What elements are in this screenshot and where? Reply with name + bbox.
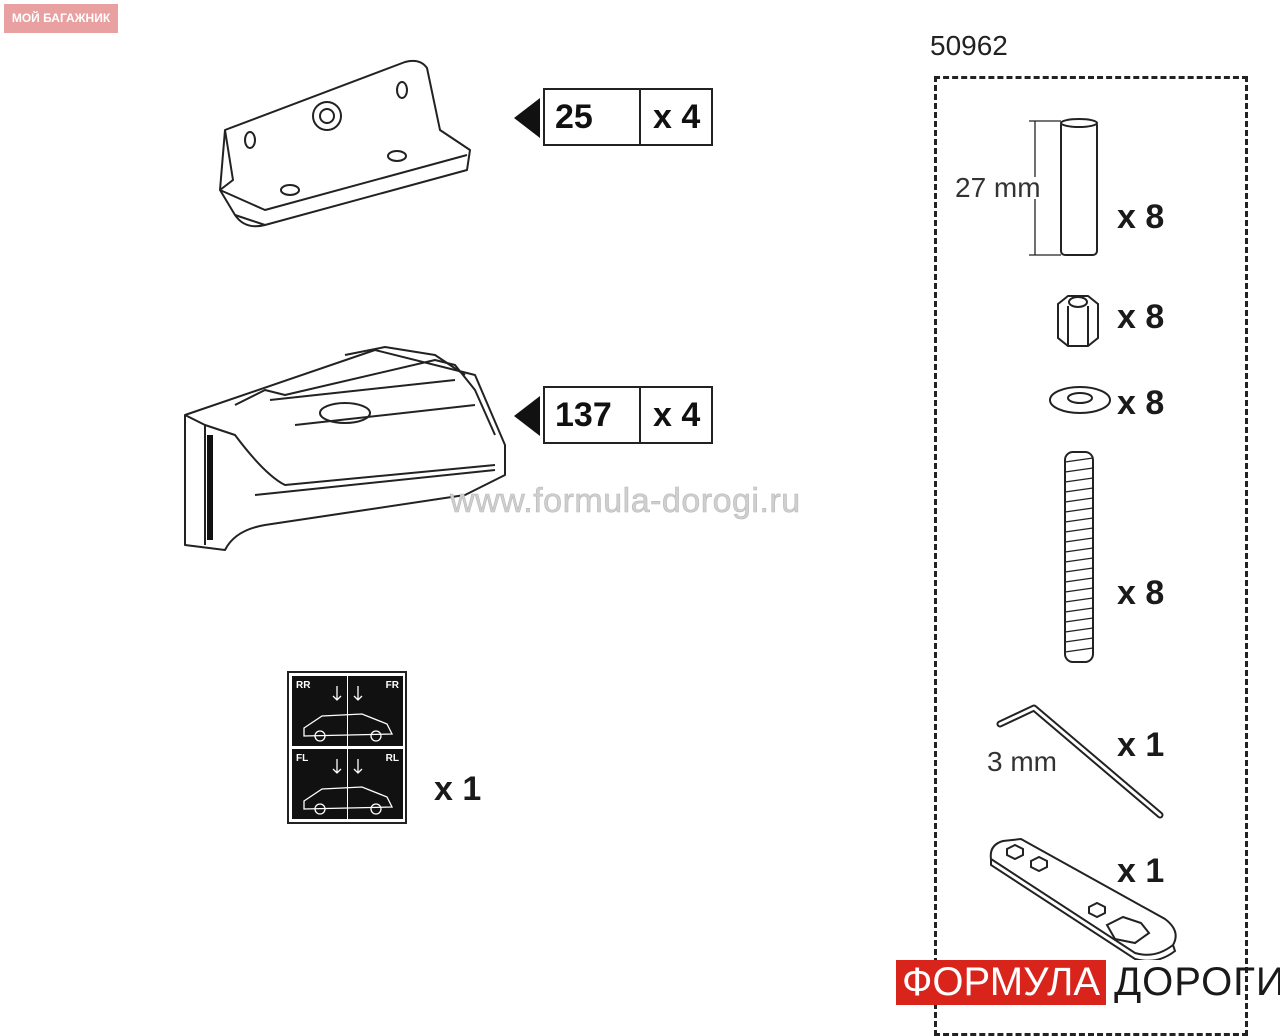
watermark: www.formula-dorogi.ru — [450, 482, 801, 521]
hex-key-quantity: x 1 — [1117, 726, 1165, 764]
bolt-quantity: x 8 — [1117, 574, 1165, 612]
wrench-quantity: x 1 — [1117, 852, 1165, 890]
hex-key-icon — [996, 704, 1164, 819]
wrench-plate-icon — [989, 837, 1177, 960]
part-number: 137 — [545, 388, 641, 442]
logo-part2: ДОРОГИ — [1114, 960, 1280, 1004]
tube-quantity: x 8 — [1117, 198, 1165, 236]
washer-icon — [1049, 386, 1111, 414]
kit-code: 50962 — [930, 30, 1008, 61]
pointer-arrow-icon — [514, 396, 540, 436]
part-number: 25 — [545, 90, 641, 144]
car-outline-icon — [303, 686, 394, 815]
sticker-cell: FL — [292, 749, 347, 819]
logo-part1: ФОРМУЛА — [896, 960, 1107, 1005]
part-number-box: 137 x 4 — [543, 386, 713, 444]
site-badge: МОЙ БАГАЖНИК — [4, 4, 118, 33]
bracket-plate-icon — [219, 59, 471, 228]
washer-quantity: x 8 — [1117, 384, 1165, 422]
foot-pad-icon — [184, 346, 506, 551]
position-sticker-icon: RR FR FL RL — [287, 671, 407, 824]
hex-nut-icon — [1057, 295, 1099, 347]
sticker-cell: RR — [292, 676, 347, 746]
part-quantity: x 4 — [653, 395, 701, 434]
part-number-box: 25 x 4 — [543, 88, 713, 146]
sticker-quantity: x 1 — [434, 770, 482, 808]
tube-dimension: 27 mm — [955, 172, 1041, 203]
spacer-tube-icon — [1029, 118, 1098, 256]
part-quantity: x 4 — [653, 97, 701, 136]
nut-quantity: x 8 — [1117, 298, 1165, 336]
pointer-arrow-icon — [514, 98, 540, 138]
hex-key-dimension: 3 mm — [987, 746, 1057, 777]
threaded-bolt-icon — [1064, 451, 1094, 663]
brand-logo: ФОРМУЛА ДОРОГИ — [896, 960, 1280, 1005]
